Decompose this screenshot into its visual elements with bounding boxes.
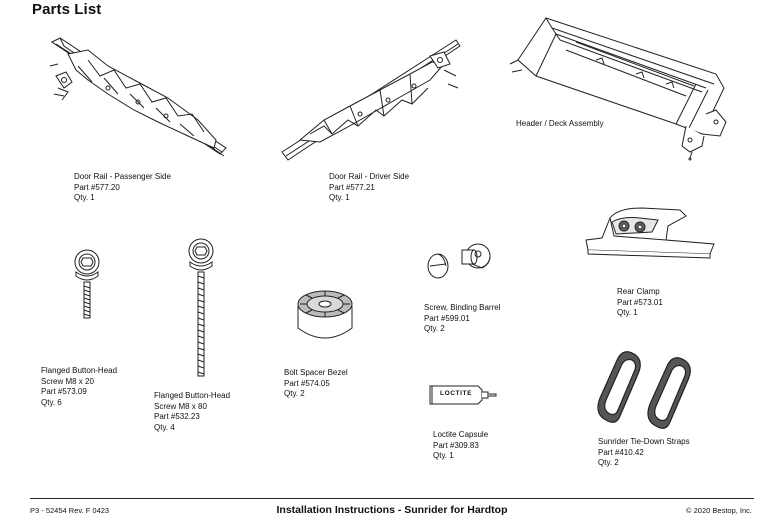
part-number: Part #599.01 bbox=[424, 313, 470, 323]
loctite-brand-label: LOCTITE bbox=[440, 390, 473, 397]
part-number: Part #532.23 bbox=[154, 412, 200, 421]
part-qty: Qty. 2 bbox=[424, 324, 445, 333]
part-name: Bolt Spacer Bezel bbox=[284, 368, 348, 377]
rear-clamp-illustration bbox=[582, 204, 718, 262]
part-qty: Qty. 1 bbox=[74, 193, 95, 202]
part-name: Screw, Binding Barrel bbox=[424, 303, 501, 312]
part-rear-clamp: Rear Clamp Part #573.01 Qty. 1 bbox=[617, 287, 663, 319]
page-title: Parts List bbox=[32, 1, 102, 18]
bolt-spacer-bezel-illustration bbox=[294, 288, 356, 344]
document-number: P3 - 52454 Rev. F 0423 bbox=[30, 506, 110, 515]
tie-down-straps-illustration bbox=[590, 350, 706, 434]
screw-m8x80-illustration bbox=[186, 236, 216, 380]
part-name: Flanged Button-Head bbox=[41, 366, 118, 375]
part-spec: Screw M8 x 20 bbox=[41, 376, 94, 386]
part-screw-m8x80: Flanged Button-Head Screw M8 x 80 Part #… bbox=[154, 391, 230, 433]
part-qty: Qty. 6 bbox=[41, 397, 62, 407]
document-title: Installation Instructions - Sunrider for… bbox=[276, 504, 508, 516]
part-number: Part #574.05 bbox=[284, 378, 330, 388]
part-name: Header / Deck Assembly bbox=[516, 119, 604, 128]
part-spec: Screw M8 x 80 bbox=[154, 401, 207, 411]
part-loctite-capsule: Loctite Capsule Part #309.83 Qty. 1 bbox=[433, 430, 488, 462]
part-qty: Qty. 1 bbox=[433, 451, 454, 460]
part-number: Part #573.09 bbox=[41, 387, 87, 396]
part-qty: Qty. 1 bbox=[617, 308, 638, 317]
part-qty: Qty. 4 bbox=[154, 422, 175, 432]
footer-divider bbox=[30, 498, 754, 499]
part-name: Door Rail - Passenger Side bbox=[74, 172, 171, 181]
copyright: © 2020 Bestop, Inc. bbox=[686, 506, 752, 515]
part-binding-barrel-screw: Screw, Binding Barrel Part #599.01 Qty. … bbox=[424, 303, 500, 335]
part-name: Sunrider Tie-Down Straps bbox=[598, 437, 690, 446]
door-rail-driver-illustration bbox=[280, 36, 460, 166]
header-deck-assembly-illustration bbox=[506, 14, 732, 160]
part-door-rail-passenger: Door Rail - Passenger Side Part #577.20 … bbox=[74, 172, 171, 204]
loctite-capsule-illustration bbox=[428, 382, 498, 408]
binding-barrel-screw-illustration bbox=[424, 240, 496, 282]
part-name: Rear Clamp bbox=[617, 287, 660, 296]
part-name: Flanged Button-Head bbox=[154, 391, 231, 400]
part-name: Loctite Capsule bbox=[433, 430, 489, 439]
part-number: Part #410.42 bbox=[598, 447, 644, 457]
part-name: Door Rail - Driver Side bbox=[329, 172, 410, 181]
part-number: Part #577.20 bbox=[74, 182, 120, 192]
part-screw-m8x20: Flanged Button-Head Screw M8 x 20 Part #… bbox=[41, 366, 117, 408]
part-number: Part #309.83 bbox=[433, 440, 479, 450]
part-bolt-spacer-bezel: Bolt Spacer Bezel Part #574.05 Qty. 2 bbox=[284, 368, 348, 400]
part-number: Part #577.21 bbox=[329, 182, 375, 192]
part-door-rail-driver: Door Rail - Driver Side Part #577.21 Qty… bbox=[329, 172, 409, 204]
part-header-deck: Header / Deck Assembly bbox=[516, 119, 604, 130]
part-number: Part #573.01 bbox=[617, 297, 663, 307]
part-qty: Qty. 1 bbox=[329, 193, 350, 202]
door-rail-passenger-illustration bbox=[48, 36, 228, 166]
part-qty: Qty. 2 bbox=[284, 389, 305, 398]
part-tie-down-straps: Sunrider Tie-Down Straps Part #410.42 Qt… bbox=[598, 437, 690, 469]
part-qty: Qty. 2 bbox=[598, 458, 619, 467]
screw-m8x20-illustration bbox=[72, 246, 102, 320]
